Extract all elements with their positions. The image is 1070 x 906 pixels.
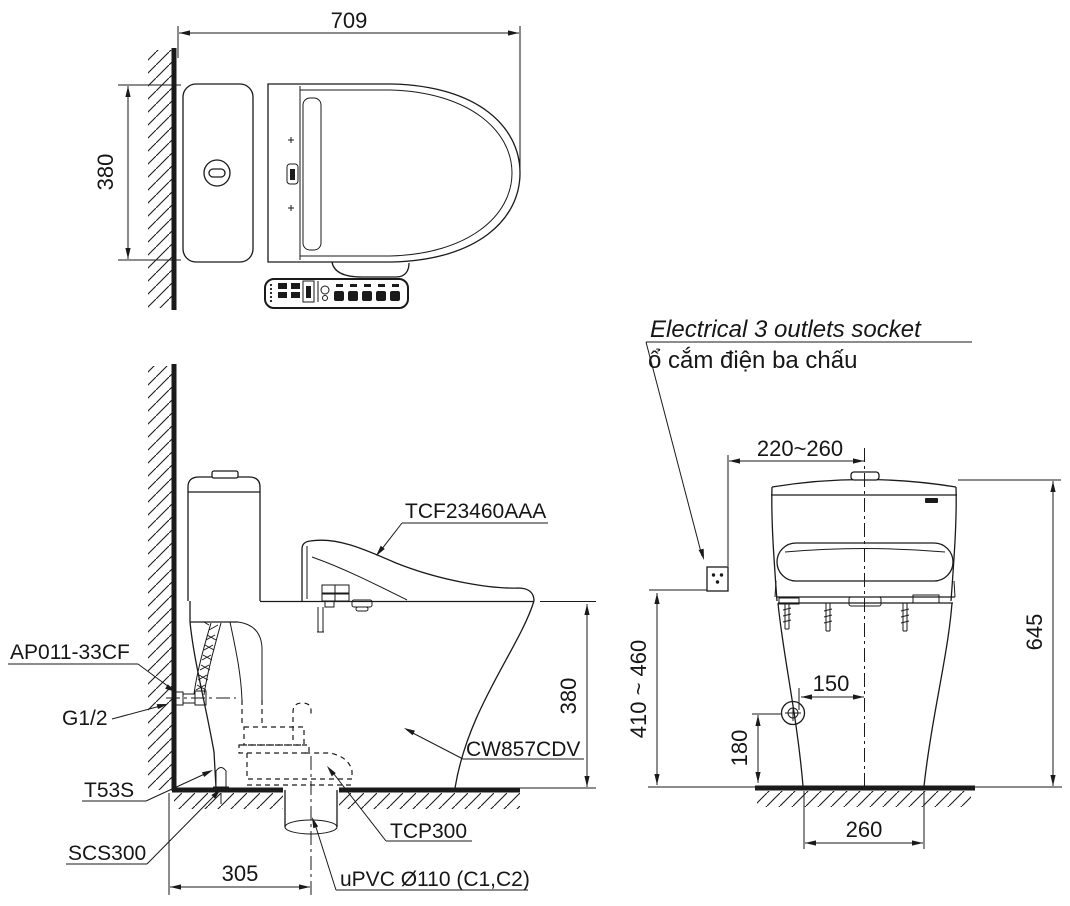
front-view: Electrical 3 outlets socket ổ cắm điện b… [626,316,1062,849]
label-washlet: TCF23460AAA [405,500,546,523]
power-socket-icon [706,566,729,592]
dim-top-depth-value: 380 [93,154,118,191]
seat-bumper-plan [331,261,410,278]
washlet-hinge-parts [317,584,373,633]
dim-supply-height-value: 180 [727,730,752,767]
socket-note-group: Electrical 3 outlets socket ổ cắm điện b… [645,316,972,561]
label-fixing-bolt: T53S [84,779,134,802]
dim-total-height-value: 645 [1022,614,1047,651]
dim-supply-offset-value: 150 [813,671,850,696]
floor-hatch-side-left [174,793,283,809]
dim-seat-height: 380 [540,601,596,787]
label-washlet-group: TCF23460AAA [373,500,548,558]
dim-supply-offset: 150 [798,671,864,710]
bowl-inner-curve-right [237,621,263,700]
floor-hatch-side-right [339,793,520,809]
side-view: 380 305 TCF23460AAA CW857CDV AP011-33CF [8,364,596,895]
dim-top-depth: 380 [93,84,181,261]
lid-outline-plan [267,83,521,263]
drain-pipe [284,756,338,895]
remote-oscillate-icon [291,283,300,289]
remote-control [264,278,409,309]
dim-socket-offset: 220~260 [727,436,864,566]
label-drain-pipe: uPVC Ø110 (C1,C2) [340,868,530,891]
dim-top-width-value: 709 [331,8,368,33]
remote-pulse-icon [291,292,300,298]
socket-note-vi: ổ cắm điện ba chấu [648,347,857,374]
supply-hose [193,621,222,696]
label-angle-valve-group: AP011-33CF [8,641,178,695]
hinge-cover-plan [302,97,322,251]
trap-hook [292,702,312,740]
angle-valve [166,690,236,706]
label-drain-pipe-group: uPVC Ø110 (C1,C2) [309,816,530,891]
dim-drain-offset: 305 [168,793,310,895]
mounting-bolts-front [782,603,910,632]
dim-seat-height-value: 380 [556,678,581,715]
trapway-dashed [238,700,353,786]
label-floor-flange-group: SCS300 [66,787,223,865]
floor-hatch-front [757,791,971,807]
dim-base-width-value: 260 [846,817,883,842]
dim-base-width: 260 [803,791,925,849]
brand-logo-mark [925,498,938,503]
pedestal-right-front [923,602,953,787]
remote-display-bar [306,286,311,298]
bowl-inner-curve-left [229,621,243,701]
label-floor-flange: SCS300 [68,842,146,865]
lid-inner-line-plan [300,89,513,257]
wall-hatch-side-view [148,366,172,790]
dim-socket-height: 410 ~ 460 [626,589,707,785]
label-drain-socket-group: TCP300 [324,764,472,843]
water-supply-point [780,700,806,726]
dim-top-width: 709 [177,8,521,175]
dim-socket-height-value: 410 ~ 460 [626,640,651,738]
remote-buttons [334,284,400,301]
fixing-bolt [213,767,229,804]
bowl-front-curve [454,600,535,789]
tank-right-front [950,486,957,602]
label-fixing-bolt-group: T53S [82,767,215,802]
seat-sensor-plan [286,163,299,185]
tank-top-knob-side [211,470,239,479]
bowl-back-edge [189,621,217,789]
remote-bidet-icon [278,292,287,298]
remote-stop-dot [322,295,328,301]
washlet-lid-side [301,539,535,602]
remote-spray-icon [278,283,287,289]
tank-outline-plan [182,83,254,263]
label-bowl: CW857CDV [466,738,580,761]
remote-dot-column [269,283,273,303]
dim-drain-offset-value: 305 [222,861,259,886]
flush-button-plan [203,159,231,187]
remote-stop-icon [320,285,330,295]
plus-marks-plan [288,137,294,211]
washlet-lid-underside [311,556,408,601]
label-thread-group: G1/2 [62,701,169,730]
label-angle-valve: AP011-33CF [10,641,130,664]
socket-note-en: Electrical 3 outlets socket [650,316,922,343]
tank-outline-side [187,476,261,601]
label-thread: G1/2 [62,707,108,730]
remote-display [302,280,315,303]
label-drain-socket: TCP300 [390,820,467,843]
flush-button-slot [208,168,226,178]
dim-socket-offset-value: 220~260 [757,436,843,461]
top-view: 709 380 [93,8,521,310]
wall-hatch-top-view [148,50,172,308]
rim-right-cover [912,594,940,604]
pedestal-left-front [777,602,804,787]
dim-total-height: 645 [958,479,1061,786]
seat-sensor-window [290,169,295,180]
dim-supply-height: 180 [727,713,782,783]
label-bowl-group: CW857CDV [402,725,584,761]
